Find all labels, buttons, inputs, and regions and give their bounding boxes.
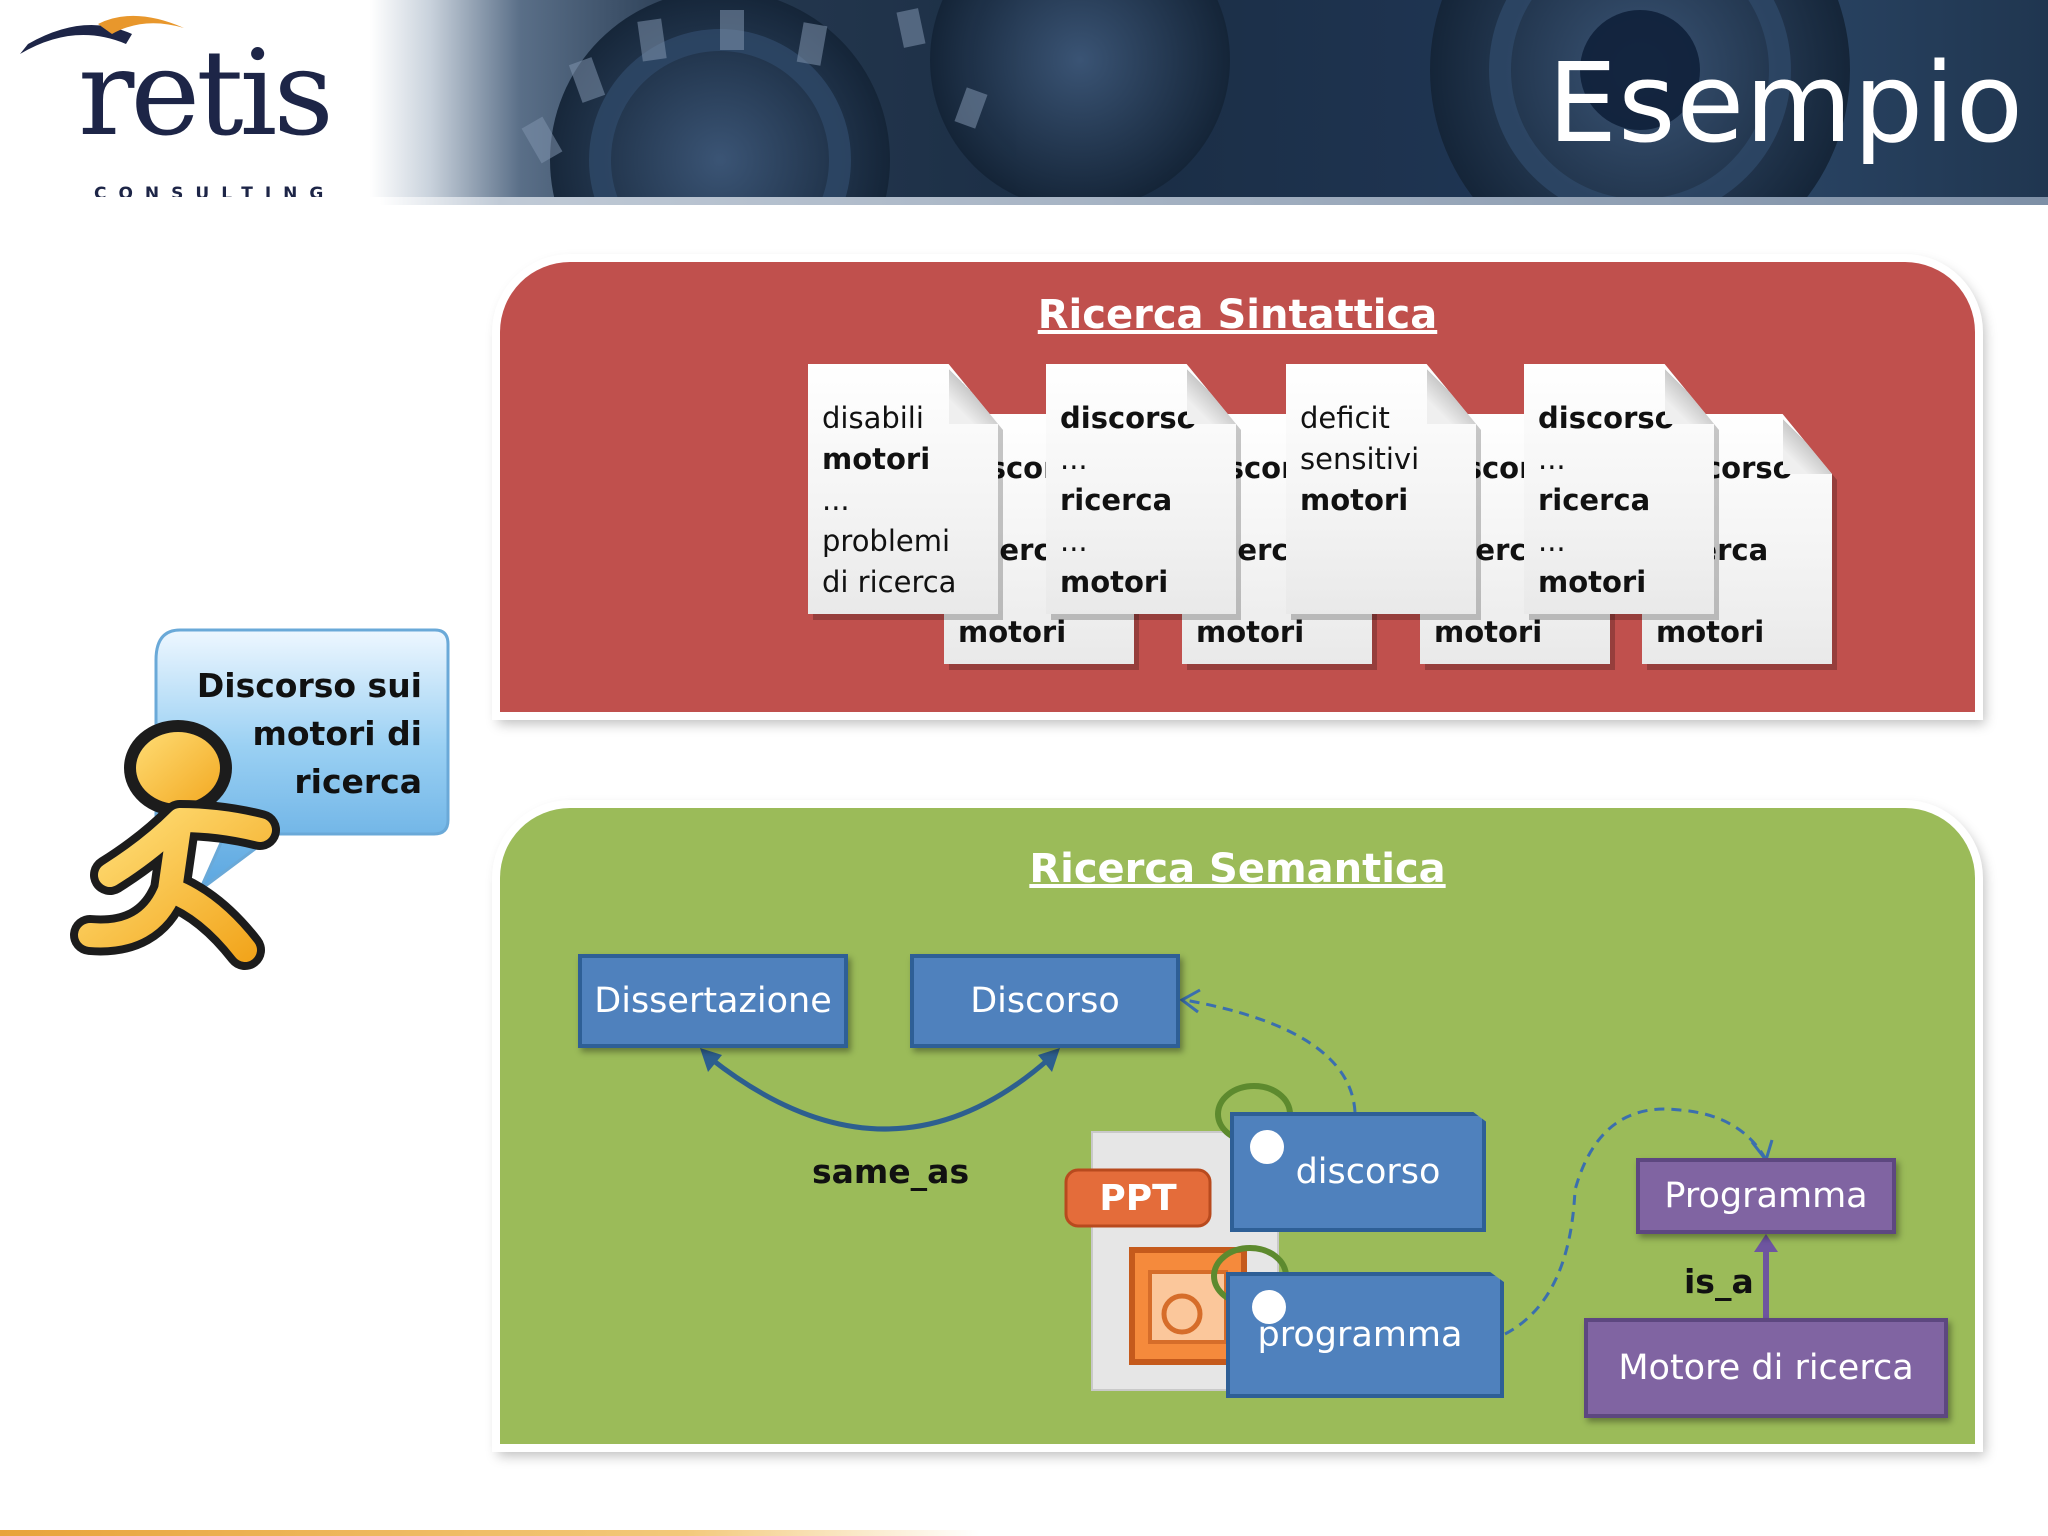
slide-title: Esempio [1547,39,2024,167]
syntactic-search-title: Ricerca Sintattica [1037,292,1438,338]
document-line: motori [1656,615,1765,649]
same-as-label: same_as [812,1152,970,1191]
document-page: disabili motori... problemi di ricerca [808,364,998,614]
bubble-line: ricerca [294,762,422,801]
node-dissertazione: Dissertazione [578,954,848,1048]
document-line: ... [1538,442,1566,476]
document-line: disabili [822,401,924,435]
document-line: ricerca [1538,483,1651,517]
document-line: ... [1538,524,1566,558]
tag-hole-icon [1250,1130,1284,1164]
document-line: ricerca [1060,483,1173,517]
document-line: motori [1434,615,1543,649]
document-page: discorso... ricerca... motori [1046,364,1236,614]
document-page: discorso... ricerca... motori [1524,364,1714,614]
logo-swoosh-icon [20,15,184,54]
bubble-line: motori di [252,714,422,753]
semantic-search-title: Ricerca Semantica [1029,846,1446,892]
running-person-icon [70,628,450,970]
tag-programma-link [1504,1107,1767,1336]
speech-bubble-text: Discorso sui motori di ricerca [150,662,422,806]
ppt-badge: PPT [1099,1177,1177,1219]
node-discorso: Discorso [910,954,1180,1048]
logo: retis [78,24,334,162]
same-as-arrow-right [1038,1048,1060,1072]
document-line: problemi [822,524,951,558]
document-line: ... [1060,442,1088,476]
document-line: motori [1300,483,1409,517]
document-line: di ricerca [822,565,957,599]
document-line: motori [822,442,931,476]
document-line: motori [1538,565,1647,599]
document-line: ... [1060,524,1088,558]
document-line: motori [1060,565,1169,599]
document-page: deficit sensitivi motori [1286,364,1476,614]
document-line: deficit [1300,401,1390,435]
same-as-arc [708,1056,1052,1132]
document-line: ... [822,483,850,517]
document-line: motori [1196,615,1305,649]
bubble-line: Discorso sui [196,666,422,705]
document-line: discorso [1538,401,1675,435]
document-line: motori [958,615,1067,649]
header-banner: retis CONSULTING Esempio [0,0,2048,205]
tag-programma-label: programma [1257,1315,1463,1355]
node-motore-di-ricerca: Motore di ricerca [1584,1318,1948,1418]
is-a-label: is_a [1684,1262,1754,1301]
document-line: sensitivi [1300,442,1420,476]
tag-discorso-label: discorso [1295,1152,1441,1192]
gears-background-icon [521,0,1850,205]
tag-hole-icon [1252,1290,1286,1324]
footer-line [0,1530,980,1536]
tag-discorso-link [1184,998,1357,1113]
same-as-arrow-left [700,1048,722,1072]
document-line: discorso [1060,401,1197,435]
node-programma: Programma [1636,1158,1896,1234]
